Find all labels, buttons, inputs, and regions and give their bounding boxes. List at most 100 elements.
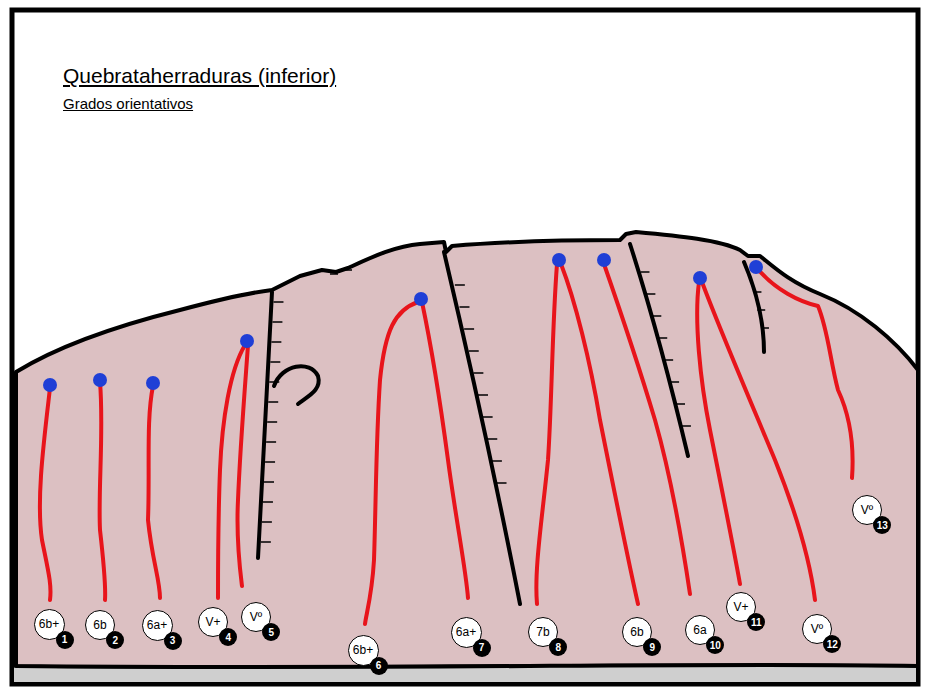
route-number: 3 — [170, 635, 176, 646]
crack-tick — [269, 381, 279, 383]
route-grade: V+ — [205, 615, 220, 629]
route-number: 13 — [877, 520, 888, 531]
crack-tick — [268, 401, 278, 403]
anchors — [43, 253, 763, 392]
route-grade: 6b — [93, 618, 106, 632]
route-grade: 6a — [693, 623, 706, 637]
number-circle: 3 — [164, 632, 182, 650]
anchor-dot — [414, 292, 428, 306]
route-grade: 6b+ — [39, 617, 59, 631]
route-grade: 6b — [630, 625, 643, 639]
crack-tick — [761, 327, 769, 329]
cracks — [258, 244, 764, 604]
route-line — [561, 264, 638, 604]
route-marker: 6b+6 — [348, 635, 379, 666]
crack-tick — [344, 269, 352, 271]
topo-title: Quebrataherraduras (inferior) — [63, 64, 336, 88]
route-number: 4 — [225, 632, 231, 643]
route-number: 9 — [649, 642, 655, 653]
crack-tick — [265, 461, 275, 463]
anchor-dot — [597, 253, 611, 267]
crack-tick — [670, 381, 679, 383]
route-marker: V+4 — [198, 607, 228, 637]
number-circle: 7 — [473, 639, 491, 657]
crack-tick — [492, 460, 502, 462]
route-line — [148, 386, 160, 598]
crack-tick — [469, 350, 479, 352]
crack-tick — [483, 416, 493, 418]
crack-tick — [455, 284, 465, 286]
crack-tick — [264, 481, 274, 483]
crack-tick — [676, 403, 685, 405]
route-marker: Vº5 — [241, 602, 271, 632]
crack-tick — [664, 359, 673, 361]
crack — [258, 292, 272, 558]
crack — [274, 366, 319, 404]
anchor-dot — [93, 373, 107, 387]
number-circle: 1 — [56, 631, 74, 649]
route-line — [702, 282, 815, 600]
crack-tick — [487, 438, 497, 440]
crack-tick — [464, 328, 474, 330]
anchor-dot — [146, 376, 160, 390]
crack-tick — [261, 541, 271, 543]
anchor-dot — [749, 260, 763, 274]
crack-tick — [330, 273, 338, 275]
crack-tick — [270, 361, 280, 363]
crack-tick — [640, 271, 649, 273]
crack-tick — [757, 309, 765, 311]
route-marker: Vº13 — [852, 495, 882, 525]
route-number: 1 — [62, 634, 68, 645]
route-number: 7 — [479, 642, 485, 653]
route-grade: Vº — [250, 610, 262, 624]
route-marker: Vº12 — [802, 614, 832, 644]
route-marker: 6a+3 — [142, 610, 173, 641]
crack-tick — [497, 482, 507, 484]
route-number: 2 — [112, 635, 118, 646]
route-number: 6 — [376, 660, 382, 671]
route-line — [604, 264, 690, 594]
route-line — [422, 302, 468, 598]
crack-tick — [263, 501, 273, 503]
route-marker: V+11 — [726, 592, 756, 622]
route-line — [365, 302, 418, 624]
crack-tick — [646, 293, 655, 295]
route-marker: 6a+7 — [451, 617, 482, 648]
anchor-dot — [240, 334, 254, 348]
crack-tick — [473, 372, 483, 374]
crack-tick — [272, 321, 282, 323]
number-circle: 6 — [370, 657, 388, 675]
crack-tick — [266, 441, 276, 443]
crack-tick — [262, 521, 272, 523]
route-line — [757, 268, 853, 478]
anchor-dot — [693, 271, 707, 285]
crack-tick — [271, 341, 281, 343]
route-number: 8 — [555, 642, 561, 653]
route-grade: Vº — [861, 503, 873, 517]
route-marker: 6a10 — [685, 615, 715, 645]
route-grade: 6a+ — [147, 618, 167, 632]
route-line — [536, 264, 557, 604]
route-line — [237, 345, 248, 586]
crack-tick — [658, 337, 667, 339]
crack-tick — [753, 291, 761, 293]
anchor-dot — [552, 253, 566, 267]
crack-tick — [267, 421, 277, 423]
anchor-dot — [43, 378, 57, 392]
ground-line — [14, 665, 918, 667]
crack-ticks — [261, 270, 769, 542]
crack-tick — [652, 315, 661, 317]
frame — [12, 10, 918, 684]
route-number: 12 — [827, 639, 838, 650]
crack-tick — [682, 425, 691, 427]
route-number: 5 — [268, 627, 274, 638]
crack-tick — [478, 394, 488, 396]
route-line — [100, 382, 106, 600]
routes — [40, 264, 853, 624]
crack — [444, 252, 520, 604]
route-grade: 6b+ — [353, 643, 373, 657]
route-marker: 6b+1 — [34, 609, 65, 640]
crack-tick — [459, 306, 469, 308]
route-grade: Vº — [811, 622, 823, 636]
